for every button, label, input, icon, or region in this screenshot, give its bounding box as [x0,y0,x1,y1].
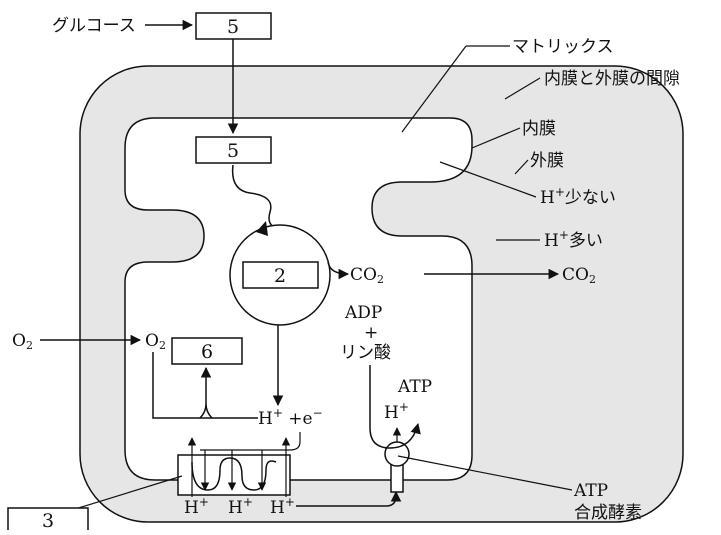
atp-synthase-head [385,442,409,466]
outer-membrane-label: 外膜 [530,151,564,171]
cycle-box-value: 2 [274,265,286,287]
adp-plus-sign: + [364,323,378,343]
atp-synthase-label-1: ATP [573,481,608,501]
atp-product-label: ATP [397,377,432,397]
h-low-label: H+少ない [540,185,616,208]
h-high-label: H+多い [544,228,603,251]
oxygen-box-value: 6 [201,341,213,363]
matrix-box-value: 5 [227,140,239,162]
chain-box-value: 3 [42,510,54,530]
intermembrane-label: 内膜と外膜の間隙 [544,69,680,89]
matrix-label: マトリックス [512,37,614,57]
inner-membrane-label: 内膜 [522,119,556,139]
glucose-box-value: 5 [227,16,239,38]
atp-synthase-label-2: 合成酵素 [574,503,642,523]
adp-label: ADP [344,303,382,323]
phosphate-label: リン酸 [340,343,391,363]
glucose-label: グルコース [52,16,136,36]
o2-outer-label: O2 [12,331,33,352]
